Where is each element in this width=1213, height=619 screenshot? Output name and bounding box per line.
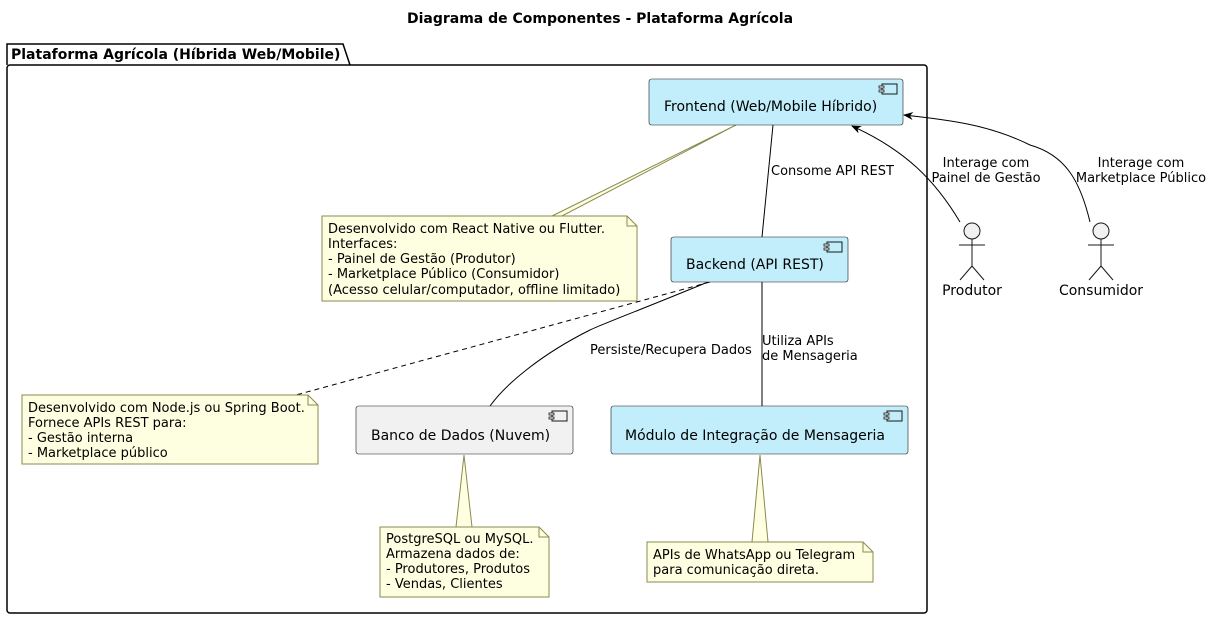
- actor-label-produtor: Produtor: [942, 283, 1002, 299]
- package-plataforma: Plataforma Agrícola (Híbrida Web/Mobile): [6, 43, 928, 614]
- note-messaging-line-2: para comunicação direta.: [653, 563, 819, 578]
- note-connector-frontend: [551, 124, 737, 217]
- edge-produtor-frontend: Interage com Painel de Gestão: [851, 125, 1041, 223]
- actor-label-consumidor: Consumidor: [1059, 283, 1143, 299]
- component-label-messaging: Módulo de Integração de Mensageria: [625, 428, 885, 444]
- actor-figure-icon: [959, 222, 985, 281]
- note-backend-line-1: Desenvolvido com Node.js ou Spring Boot.: [28, 401, 305, 416]
- actor-produtor[interactable]: Produtor: [942, 222, 1002, 299]
- edge-label-consumidor-2: Marketplace Público: [1076, 171, 1206, 186]
- note-frontend: Desenvolvido com React Native ou Flutter…: [321, 215, 638, 302]
- note-backend-line-4: - Marketplace público: [28, 446, 168, 461]
- note-backend-line-3: - Gestão interna: [28, 431, 133, 446]
- actor-consumidor[interactable]: Consumidor: [1059, 222, 1143, 299]
- component-label-database: Banco de Dados (Nuvem): [371, 428, 550, 444]
- note-frontend-line-5: (Acesso celular/computador, offline limi…: [328, 283, 620, 298]
- note-database-line-2: Armazena dados de:: [386, 547, 520, 562]
- package-label: Plataforma Agrícola (Híbrida Web/Mobile): [11, 47, 340, 63]
- note-frontend-line-4: - Marketplace Público (Consumidor): [328, 267, 559, 282]
- component-messaging[interactable]: Módulo de Integração de Mensageria: [610, 405, 909, 455]
- note-database-line-3: - Produtores, Produtos: [386, 562, 530, 577]
- component-icon: [878, 83, 898, 95]
- component-icon: [823, 241, 843, 253]
- note-frontend-line-3: - Painel de Gestão (Produtor): [328, 252, 516, 267]
- component-icon: [548, 410, 568, 422]
- note-backend: Desenvolvido com Node.js ou Spring Boot.…: [21, 394, 319, 465]
- component-frontend[interactable]: Frontend (Web/Mobile Híbrido): [648, 78, 904, 126]
- actor-figure-icon: [1088, 222, 1114, 281]
- note-frontend-line-1: Desenvolvido com React Native ou Flutter…: [328, 222, 605, 237]
- note-connector-messaging: [751, 454, 769, 543]
- component-label-frontend: Frontend (Web/Mobile Híbrido): [664, 99, 877, 115]
- edge-label-consome-api: Consome API REST: [771, 164, 894, 179]
- component-backend[interactable]: Backend (API REST): [670, 236, 849, 283]
- note-backend-line-2: Fornece APIs REST para:: [28, 416, 187, 431]
- edge-label-mensageria-1: Utiliza APIs: [762, 334, 834, 349]
- edge-label-consumidor-1: Interage com: [1098, 156, 1185, 171]
- note-database: PostgreSQL ou MySQL. Armazena dados de: …: [379, 526, 550, 598]
- note-database-line-4: - Vendas, Clientes: [386, 577, 503, 592]
- note-frontend-line-2: Interfaces:: [328, 237, 397, 252]
- component-icon: [883, 410, 903, 422]
- note-messaging: APIs de WhatsApp ou Telegram para comuni…: [646, 541, 874, 583]
- edge-label-produtor-2: Painel de Gestão: [931, 171, 1040, 186]
- edge-label-persiste: Persiste/Recupera Dados: [590, 343, 752, 358]
- edge-backend-database: Persiste/Recupera Dados: [489, 281, 752, 407]
- edge-backend-messaging: Utiliza APIs de Mensageria: [761, 282, 858, 406]
- note-connector-database: [455, 454, 473, 528]
- component-database[interactable]: Banco de Dados (Nuvem): [355, 405, 574, 455]
- diagram-title: Diagrama de Componentes - Plataforma Agr…: [407, 11, 793, 27]
- note-messaging-line-1: APIs de WhatsApp ou Telegram: [653, 548, 855, 563]
- edge-label-mensageria-2: de Mensageria: [762, 349, 858, 364]
- edge-frontend-backend: Consome API REST: [761, 124, 894, 238]
- edge-label-produtor-1: Interage com: [943, 156, 1030, 171]
- component-label-backend: Backend (API REST): [686, 257, 824, 273]
- edge-consumidor-frontend: Interage com Marketplace Público: [903, 111, 1206, 223]
- note-database-line-1: PostgreSQL ou MySQL.: [386, 532, 533, 547]
